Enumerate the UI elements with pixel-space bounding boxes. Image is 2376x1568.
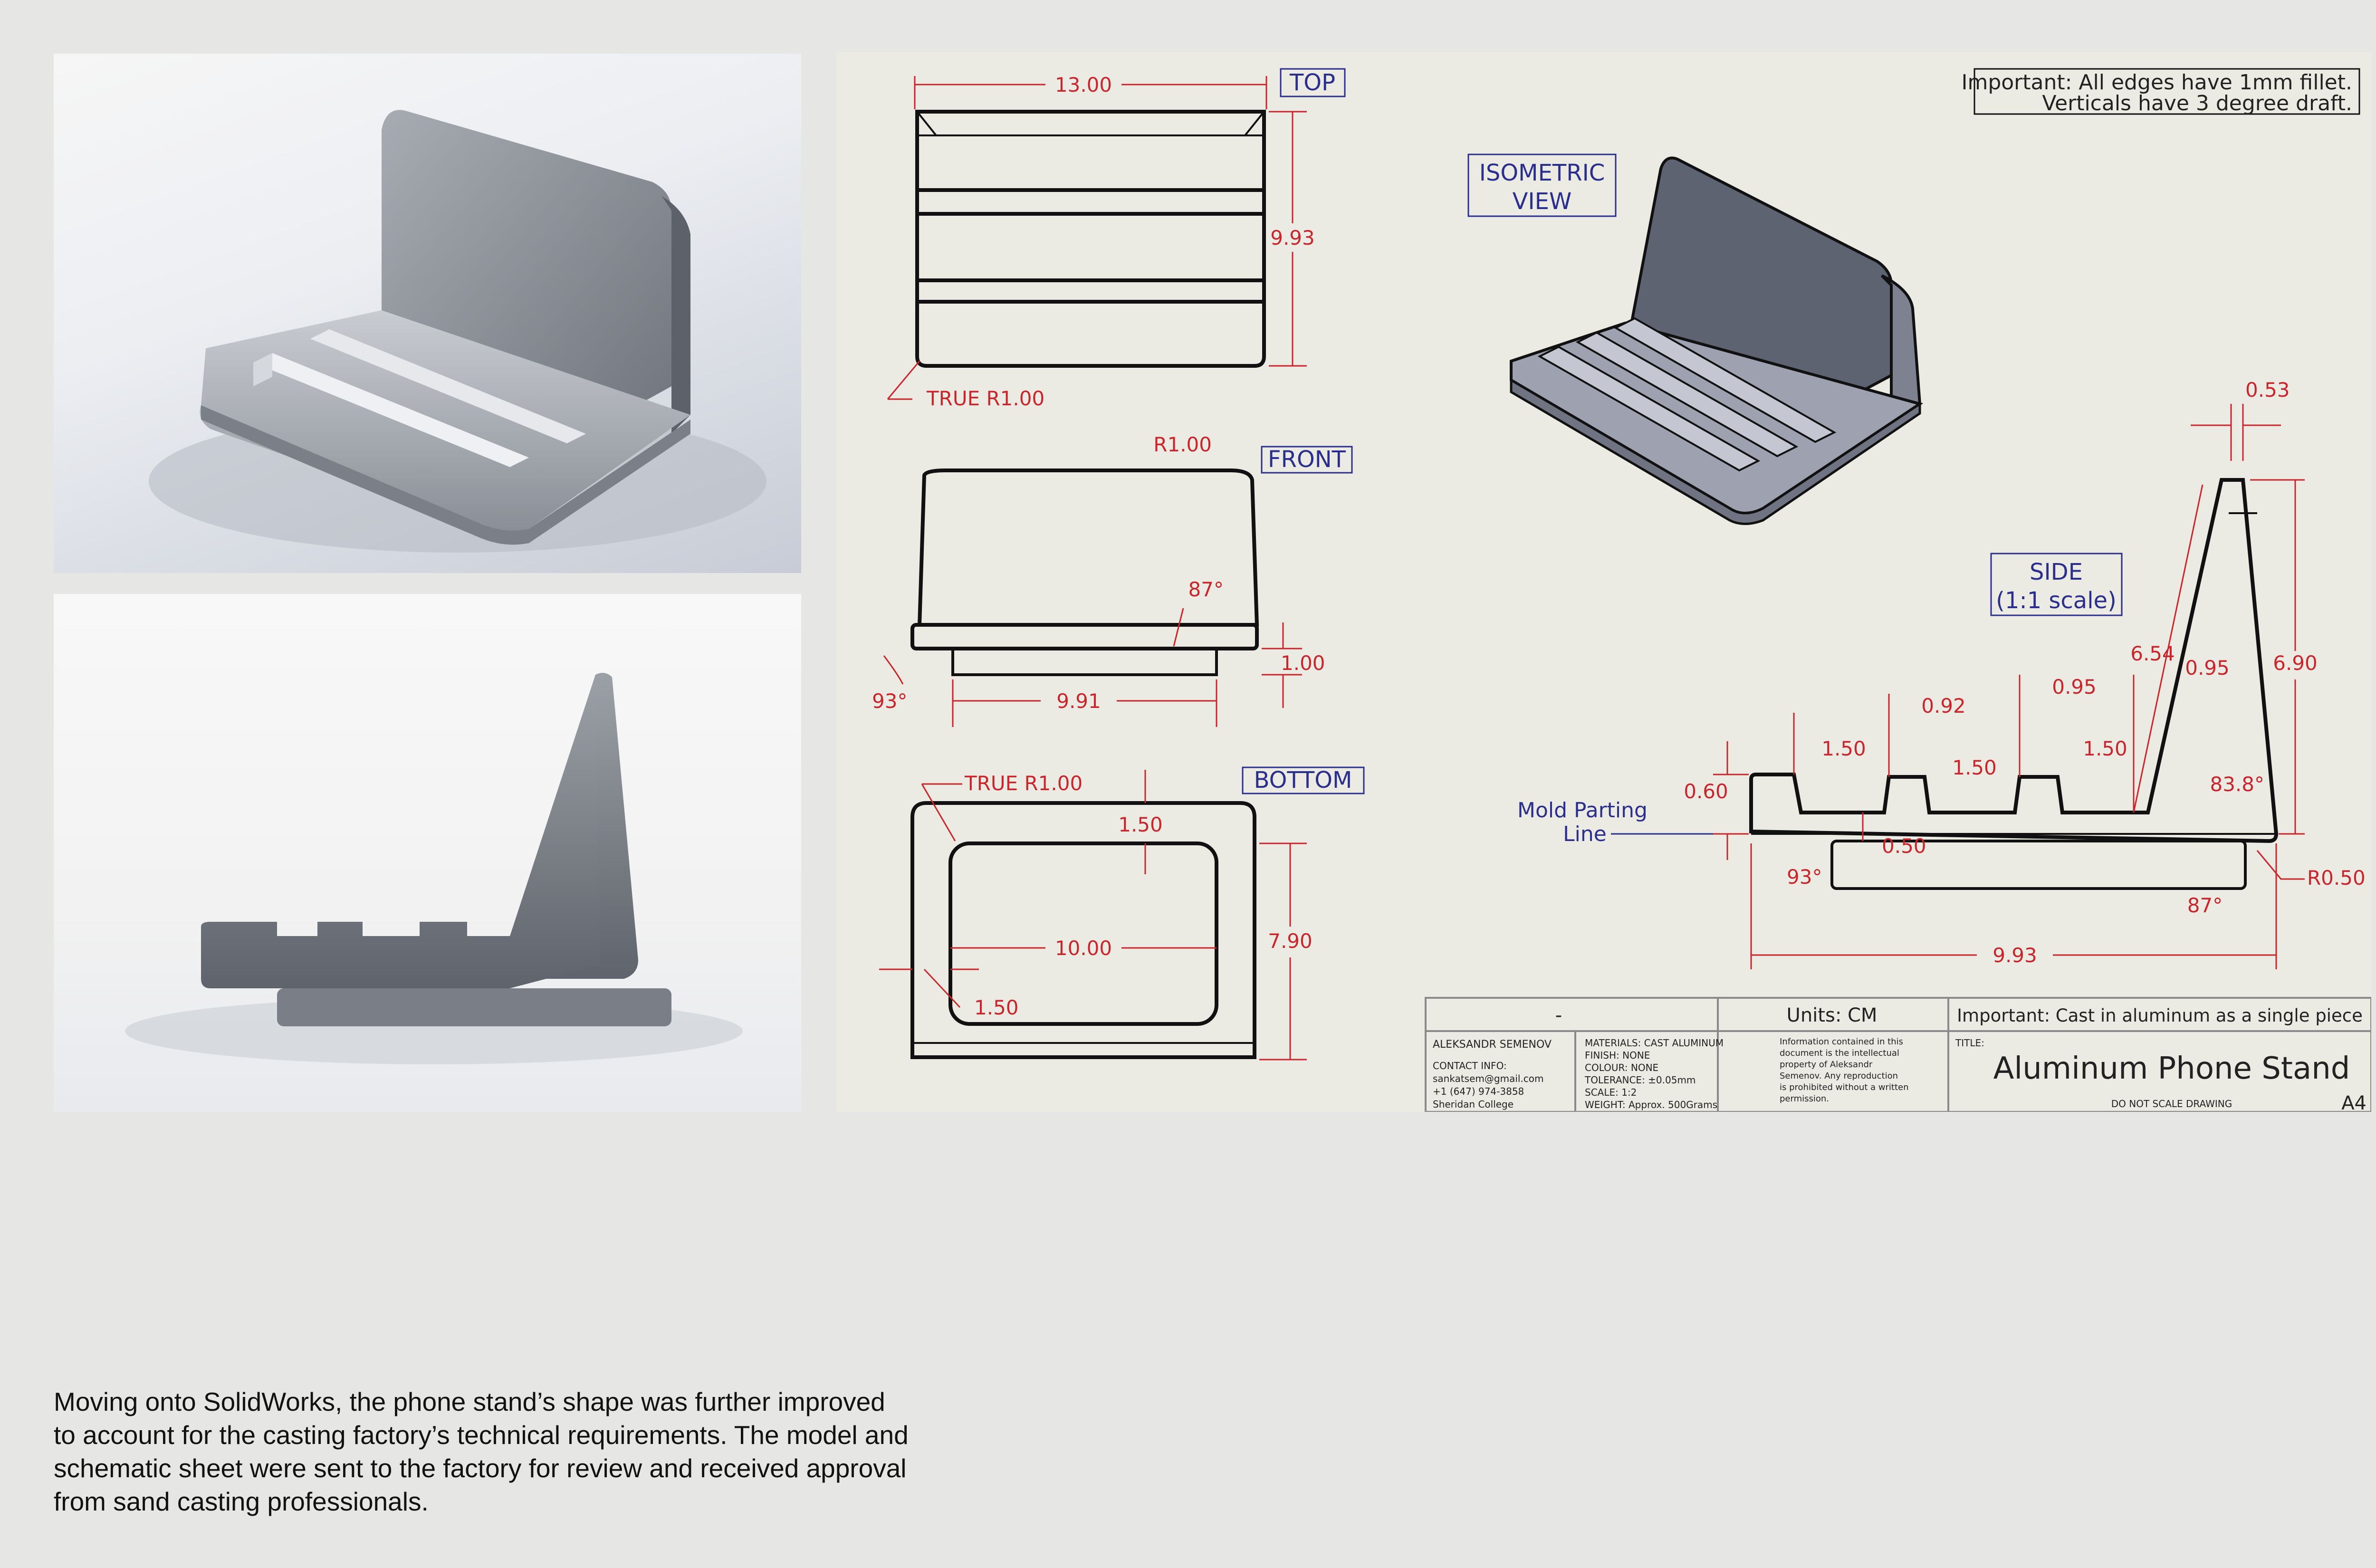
note-box <box>1974 68 2360 115</box>
phone-stand-render-side <box>125 673 743 1064</box>
front-height-dim: 1.00 <box>1281 651 1325 675</box>
caption-line-2: to account for the casting factory’s tec… <box>54 1420 909 1450</box>
side-view: SIDE (1:1 scale) Mold Parting Line 0.53 … <box>1517 378 2366 969</box>
side-angle-back: 83.8° <box>2210 773 2264 796</box>
side-gap2: 1.50 <box>1952 756 1997 779</box>
tb-rights-2: property of Aleksandr <box>1780 1060 1873 1070</box>
top-view: TOP 13.00 9.93 TRUE R1.00 <box>887 68 1346 410</box>
tb-size: A4 <box>2341 1092 2366 1112</box>
side-slot2: 0.95 <box>2052 675 2097 698</box>
tb-materials-1: FINISH: NONE <box>1585 1050 1650 1061</box>
front-view: FRONT R1.00 87° 93° 9.91 1.00 <box>872 433 1353 727</box>
tb-rights-5: permission. <box>1780 1094 1829 1104</box>
side-lip: 0.60 <box>1684 780 1728 803</box>
front-angle-top: 87° <box>1188 578 1224 601</box>
side-height: 6.90 <box>2273 651 2318 675</box>
side-gap3: 1.50 <box>2083 737 2127 760</box>
top-view-label: TOP <box>1289 69 1335 96</box>
drawing-sheet: Important: All edges have 1mm fillet. Ve… <box>836 52 2371 1112</box>
side-slot1: 0.92 <box>1921 694 1966 717</box>
title-block: - Units: CM Important: Cast in aluminum … <box>1425 997 2371 1112</box>
side-top-width: 0.53 <box>2245 378 2290 402</box>
tb-contact-1: sankatsem@gmail.com <box>1433 1073 1544 1084</box>
caption-line-1: Moving onto SolidWorks, the phone stand’… <box>54 1387 885 1416</box>
tb-materials-3: TOLERANCE: ±0.05mm <box>1584 1074 1696 1086</box>
bottom-inner-width: 10.00 <box>1055 937 1112 960</box>
side-base-step: 0.50 <box>1882 834 1926 858</box>
side-label-1: SIDE <box>2030 559 2083 585</box>
side-angle-right: 87° <box>2187 894 2223 917</box>
caption-line-4: from sand casting professionals. <box>54 1487 429 1516</box>
iso-label-1: ISOMETRIC <box>1479 160 1605 186</box>
note-line-1: Important: All edges have 1mm fillet. <box>1961 70 2352 95</box>
caption: Moving onto SolidWorks, the phone stand’… <box>54 1385 971 1518</box>
render-isometric <box>54 54 801 573</box>
technical-drawing: Important: All edges have 1mm fillet. Ve… <box>872 68 2371 1112</box>
tb-author: ALEKSANDR SEMENOV <box>1433 1039 1552 1051</box>
top-radius-dim: TRUE R1.00 <box>926 387 1044 410</box>
tb-materials-2: COLOUR: NONE <box>1585 1062 1658 1073</box>
side-slot3: 0.95 <box>2185 656 2230 679</box>
bottom-view-label: BOTTOM <box>1254 767 1352 794</box>
front-width-dim: 9.91 <box>1056 689 1101 713</box>
tb-materials-4: SCALE: 1:2 <box>1585 1087 1637 1098</box>
mold-line-label-1: Mold Parting <box>1517 798 1648 822</box>
iso-label-2: VIEW <box>1513 188 1572 215</box>
tb-important: Important: Cast in aluminum as a single … <box>1957 1005 2363 1026</box>
caption-line-3: schematic sheet were sent to the factory… <box>54 1453 907 1483</box>
tb-title-label: TITLE: <box>1955 1037 1984 1049</box>
tb-rights-1: document is the intellectual <box>1780 1048 1899 1058</box>
tb-rights-4: is prohibited without a written <box>1780 1082 1909 1092</box>
tb-contact-0: CONTACT INFO: <box>1433 1060 1507 1071</box>
phone-stand-render-iso <box>149 110 766 553</box>
side-label-2: (1:1 scale) <box>1996 587 2117 614</box>
tb-rights-0: Information contained in this <box>1780 1037 1903 1047</box>
side-back-len: 6.54 <box>2130 642 2175 665</box>
mold-line-label-2: Line <box>1563 822 1607 846</box>
tb-contact-3: Sheridan College <box>1433 1099 1514 1110</box>
tb-materials-5: WEIGHT: Approx. 500Grams <box>1585 1099 1717 1110</box>
tb-title: Aluminum Phone Stand <box>1993 1051 2350 1086</box>
bottom-offset-top: 1.50 <box>1118 813 1163 836</box>
bottom-depth-dim: 7.90 <box>1268 929 1313 953</box>
bottom-offset-left: 1.50 <box>974 996 1019 1019</box>
top-width-dim: 13.00 <box>1055 73 1112 96</box>
note-line-2: Verticals have 3 degree draft. <box>2042 91 2352 115</box>
isometric-view: ISOMETRIC VIEW <box>1467 153 1924 525</box>
front-angle-left: 93° <box>872 689 907 713</box>
tb-contact-2: +1 (647) 974-3858 <box>1433 1086 1524 1097</box>
bottom-view: BOTTOM TRUE R1.00 1.50 10.00 7.90 1.50 <box>879 766 1365 1061</box>
side-angle-left: 93° <box>1787 865 1822 889</box>
tb-dash: - <box>1555 1004 1562 1026</box>
side-length: 9.93 <box>1993 944 2037 967</box>
render-side <box>54 594 801 1112</box>
top-depth-dim: 9.93 <box>1270 226 1315 249</box>
tb-rights-3: Semenov. Any reproduction <box>1780 1071 1898 1081</box>
side-gap1: 1.50 <box>1821 737 1866 760</box>
front-radius-dim: R1.00 <box>1153 433 1212 456</box>
front-view-label: FRONT <box>1268 446 1346 473</box>
side-radius: R0.50 <box>2307 866 2366 889</box>
tb-materials-0: MATERIALS: CAST ALUMINUM <box>1585 1037 1724 1049</box>
bottom-radius-dim: TRUE R1.00 <box>964 772 1083 795</box>
tb-units: Units: CM <box>1787 1004 1878 1026</box>
tb-scale-note: DO NOT SCALE DRAWING <box>2111 1098 2232 1109</box>
